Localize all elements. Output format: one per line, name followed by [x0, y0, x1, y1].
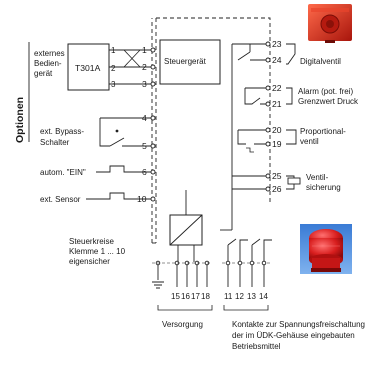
link-number-2: 2	[111, 64, 116, 73]
svg-text:sicherung: sicherung	[306, 183, 341, 192]
auto-on-contact-symbol	[96, 165, 152, 173]
bypass-switch-symbol	[99, 117, 152, 147]
terminal-10: 10	[137, 194, 147, 204]
digital-valve-label: Digitalventil	[300, 57, 341, 66]
terminal-19: 19	[272, 139, 282, 149]
svg-text:externes: externes	[34, 49, 65, 58]
svg-text:Steuerkreise: Steuerkreise	[69, 237, 114, 246]
svg-text:gerät: gerät	[34, 69, 53, 78]
proportional-valve-label: Proportional- ventil	[300, 127, 346, 146]
terminal-17: 17	[191, 292, 200, 301]
svg-text:Alarm (pot. frei): Alarm (pot. frei)	[298, 87, 353, 96]
svg-text:Ventil-: Ventil-	[306, 173, 329, 182]
svg-text:Klemme 1 ... 10: Klemme 1 ... 10	[69, 247, 126, 256]
controller-label: Steuergerät	[164, 57, 207, 66]
terminal-22: 22	[272, 83, 282, 93]
flashing-beacon-image	[300, 224, 352, 274]
terminal-15: 15	[171, 292, 180, 301]
controller-box	[159, 39, 221, 85]
terminal-23: 23	[272, 39, 282, 49]
auto-on-label: autom. "EIN"	[40, 168, 86, 177]
terminal-18: 18	[201, 292, 210, 301]
terminal-24: 24	[272, 55, 282, 65]
terminal-25: 25	[272, 171, 282, 181]
options-label: Optionen	[14, 97, 26, 143]
svg-text:ext. Bypass-: ext. Bypass-	[40, 127, 84, 136]
right-option-wiring	[286, 43, 301, 190]
alarm-label: Alarm (pot. frei) Grenzwert Druck	[298, 87, 359, 106]
transformer-symbol	[169, 190, 203, 262]
link-number-1: 1	[111, 46, 116, 55]
svg-text:Bedien-: Bedien-	[34, 59, 62, 68]
terminal-4: 4	[142, 113, 147, 123]
terminal-1: 1	[142, 45, 147, 55]
svg-text:der im ÜDK-Gehäuse eingebauten: der im ÜDK-Gehäuse eingebauten	[232, 331, 355, 340]
ext-sensor-symbol	[86, 192, 152, 200]
terminal-26: 26	[272, 184, 282, 194]
terminal-2: 2	[142, 62, 147, 72]
t301a-label: T301A	[75, 63, 101, 73]
svg-text:Betriebsmittel: Betriebsmittel	[232, 342, 281, 351]
terminal-3: 3	[142, 79, 147, 89]
supply-label: Versorgung	[162, 320, 203, 329]
contacts-bracket	[223, 305, 269, 311]
terminal-21: 21	[272, 99, 282, 109]
svg-text:eigensicher: eigensicher	[69, 257, 110, 266]
svg-text:Proportional-: Proportional-	[300, 127, 346, 136]
terminal-6: 6	[142, 167, 147, 177]
bypass-switch-label: ext. Bypass- Schalter	[40, 127, 84, 147]
valve-protection-label: Ventil- sicherung	[306, 173, 341, 192]
supply-terminals: 15 16 17 18	[152, 260, 212, 301]
right-terminals: 23 24 22 21 20 19 25 26	[220, 39, 282, 231]
svg-text:Grenzwert Druck: Grenzwert Druck	[298, 97, 359, 106]
terminal-12: 12	[235, 292, 244, 301]
terminal-14: 14	[259, 292, 268, 301]
left-terminals: 1 2 3 4 5 6 10	[137, 45, 156, 204]
terminal-20: 20	[272, 125, 282, 135]
contacts-label: Kontakte zur Spannungsfreischaltung der …	[232, 320, 365, 351]
contact-terminals: 11 12 13 14	[222, 238, 272, 301]
options-label-group: Optionen	[14, 42, 30, 143]
terminal-11: 11	[224, 292, 233, 301]
control-circuits-label: Steuerkreise Klemme 1 ... 10 eigensicher	[69, 237, 126, 266]
svg-text:Kontakte zur Spannungsfreischa: Kontakte zur Spannungsfreischaltung	[232, 320, 365, 329]
link-number-3: 3	[111, 80, 116, 89]
terminal-16: 16	[181, 292, 190, 301]
valve-fuse-symbol	[287, 177, 301, 185]
supply-bracket	[157, 305, 213, 311]
svg-text:Schalter: Schalter	[40, 138, 70, 147]
ext-sensor-label: ext. Sensor	[40, 195, 81, 204]
svg-text:ventil: ventil	[300, 137, 319, 146]
terminal-13: 13	[247, 292, 256, 301]
horn-sounder-image	[308, 4, 352, 43]
terminal-5: 5	[142, 141, 147, 151]
external-control-device-label: externes Bedien- gerät	[34, 49, 65, 78]
